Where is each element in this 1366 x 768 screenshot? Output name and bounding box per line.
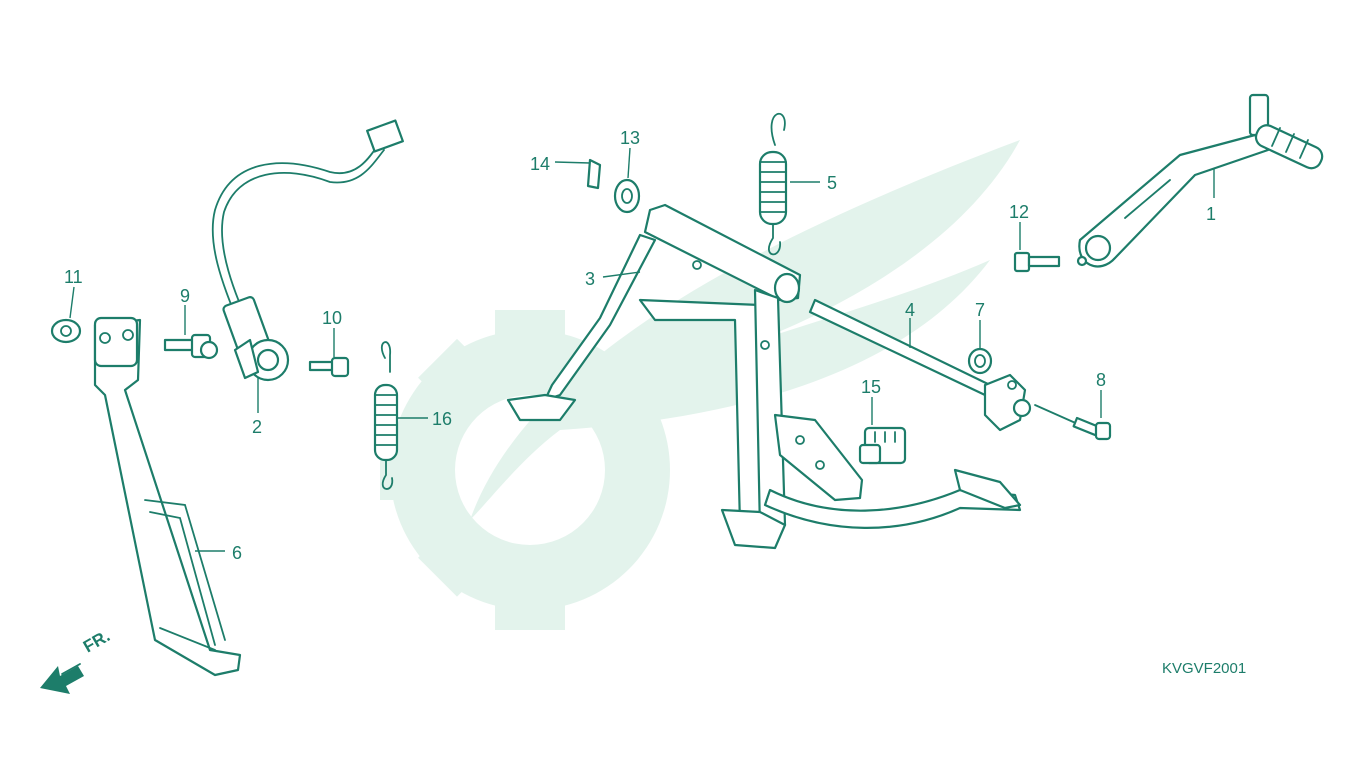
part-16-spring xyxy=(373,341,399,490)
part-10-screw xyxy=(308,356,350,378)
part-9-bolt xyxy=(163,333,219,360)
part-15-connector xyxy=(858,426,907,465)
callout-12: 12 xyxy=(1009,202,1029,222)
part-1-kick-arm xyxy=(1078,93,1324,268)
callout-8: 8 xyxy=(1096,370,1106,390)
part-4-shaft xyxy=(808,298,1032,432)
part-7-collar xyxy=(967,347,993,375)
callout-7: 7 xyxy=(975,300,985,320)
part-14-pin xyxy=(586,158,602,190)
callout-1: 1 xyxy=(1206,204,1216,224)
part-12-bolt xyxy=(1013,251,1088,273)
part-5-spring xyxy=(758,112,788,256)
part-6-side-stand xyxy=(93,316,242,677)
diagram-code: KVGVF2001 xyxy=(1162,660,1247,677)
part-3-main-stand xyxy=(506,203,1022,550)
callout-9: 9 xyxy=(180,286,190,306)
callout-2: 2 xyxy=(252,417,262,437)
callout-4: 4 xyxy=(905,300,915,320)
part-11-nut xyxy=(50,318,82,344)
leader-lines xyxy=(69,147,1215,552)
callout-6: 6 xyxy=(232,543,242,563)
callout-10: 10 xyxy=(322,308,342,328)
callout-5: 5 xyxy=(827,173,837,193)
callout-labels: 1 2 3 4 5 6 7 8 9 10 11 12 13 14 15 16 xyxy=(64,128,1216,563)
callout-16: 16 xyxy=(432,409,452,429)
gear-wing-watermark-icon xyxy=(380,140,1020,630)
callout-14: 14 xyxy=(530,154,550,174)
callout-3: 3 xyxy=(585,269,595,289)
callout-11: 11 xyxy=(64,267,83,287)
part-2-switch xyxy=(211,119,404,382)
front-arrow-icon xyxy=(40,663,84,694)
callout-15: 15 xyxy=(861,377,881,397)
part-8-bolt xyxy=(1034,404,1112,441)
callout-13: 13 xyxy=(620,128,640,148)
part-13-washer xyxy=(613,178,641,214)
